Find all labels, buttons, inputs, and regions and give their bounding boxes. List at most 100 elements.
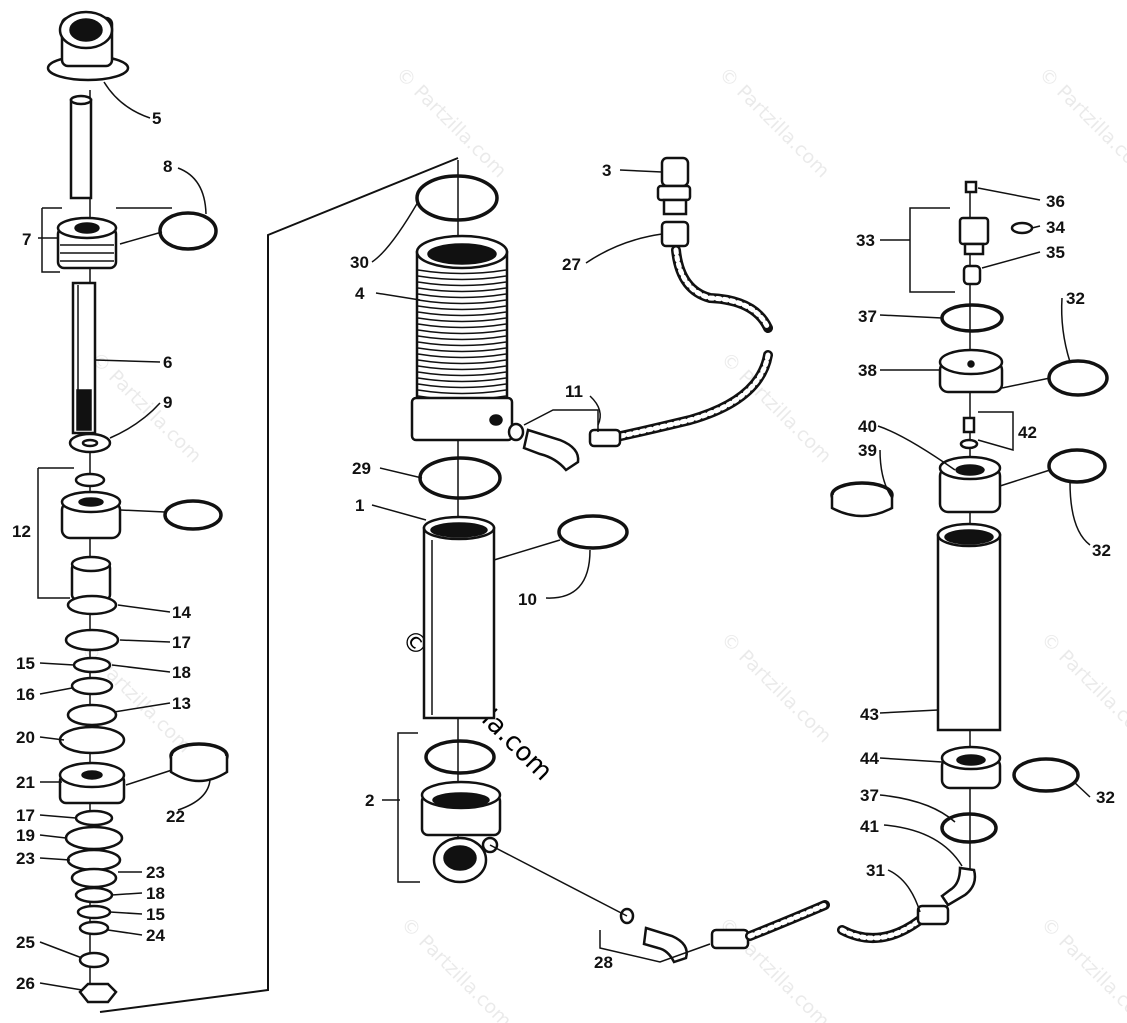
watermark: © Partzilla.com: [714, 63, 833, 182]
thread-line: [417, 329, 507, 335]
callout-12: 12: [12, 522, 31, 541]
callout-5: 5: [152, 109, 161, 128]
callout-25: 25: [16, 933, 35, 952]
callout-38: 38: [858, 361, 877, 380]
o-ring: [163, 499, 223, 531]
callout-32: 32: [1092, 541, 1111, 560]
thread-line: [417, 299, 507, 305]
callout-1: 1: [355, 496, 364, 515]
thread-line: [417, 383, 507, 389]
callout-22: 22: [166, 807, 185, 826]
lower-seal: [940, 745, 1002, 790]
o-ring: [424, 739, 496, 775]
snap-ring: [940, 303, 1004, 333]
thread-line: [417, 389, 507, 395]
callout-7: 7: [22, 230, 31, 249]
nut: [78, 982, 118, 1004]
piston-ring: [169, 742, 229, 783]
callout-2: 2: [365, 791, 374, 810]
callout-23: 23: [16, 849, 35, 868]
callout-17: 17: [172, 633, 191, 652]
thread-line: [417, 359, 507, 365]
callout-34: 34: [1046, 218, 1065, 237]
callout-43: 43: [860, 705, 879, 724]
callout-40: 40: [858, 417, 877, 436]
callout-13: 13: [172, 694, 191, 713]
callout-29: 29: [352, 459, 371, 478]
thread-line: [417, 305, 507, 311]
o-ring: [1047, 359, 1109, 397]
piston-band: [830, 481, 894, 518]
piston: [58, 761, 126, 805]
upper-shaft: [69, 98, 93, 200]
callout-37: 37: [860, 786, 879, 805]
callout-11: 11: [565, 382, 583, 401]
o-ring: [415, 174, 499, 222]
callout-44: 44: [860, 749, 879, 768]
callout-6: 6: [163, 353, 172, 372]
callout-18: 18: [172, 663, 191, 682]
seal-assembly: [60, 490, 122, 540]
end-plug: [938, 348, 1004, 394]
o-ring: [557, 514, 629, 550]
o-ring: [418, 456, 502, 500]
thread-line: [417, 371, 507, 377]
callout-17: 17: [16, 806, 35, 825]
callout-labels: 5 8 7 6 9 12 14 17 15 18 16 13 20 21 22 …: [12, 109, 1115, 993]
washer: [72, 656, 112, 674]
thread-line: [417, 293, 507, 299]
thread-line: [417, 377, 507, 383]
thread-line: [417, 323, 507, 329]
washer: [66, 594, 118, 616]
callout-33: 33: [856, 231, 875, 250]
callout-32: 32: [1096, 788, 1115, 807]
callout-28: 28: [594, 953, 613, 972]
watermark: © Partzilla.com: [391, 63, 510, 182]
callout-36: 36: [1046, 192, 1065, 211]
o-ring: [1012, 757, 1080, 793]
o-ring: [1047, 448, 1107, 484]
callout-16: 16: [16, 685, 35, 704]
thread-line: [417, 269, 507, 275]
washer: [58, 725, 126, 755]
thread-line: [417, 347, 507, 353]
valve-fitting: [656, 156, 692, 248]
air-cylinder: [936, 522, 1002, 732]
callout-32: 32: [1066, 289, 1085, 308]
callout-27: 27: [562, 255, 581, 274]
washer: [64, 628, 120, 652]
elbow-fitting: [507, 422, 622, 472]
callout-41: 41: [860, 817, 879, 836]
piston-rod: [71, 281, 97, 435]
washer: [66, 703, 118, 727]
spacer-sleeve: [70, 555, 112, 601]
watermark: © Partzilla.com: [716, 628, 835, 747]
callout-19: 19: [16, 826, 35, 845]
watermark: © Partzilla.com: [396, 913, 515, 1023]
thread-line: [417, 341, 507, 347]
callout-42: 42: [1018, 423, 1037, 442]
callout-18: 18: [146, 884, 165, 903]
lower-hose-assembly: [489, 844, 977, 964]
eye-mount: [46, 10, 130, 82]
callout-8: 8: [163, 157, 172, 176]
watermark: © Partzilla.com: [1034, 63, 1127, 182]
washer: [70, 676, 114, 696]
thread-line: [417, 287, 507, 293]
callout-39: 39: [858, 441, 877, 460]
bushing: [56, 216, 118, 270]
thread-line: [417, 281, 507, 287]
thread-line: [417, 365, 507, 371]
callout-21: 21: [16, 773, 35, 792]
callout-37: 37: [858, 307, 877, 326]
watermark: © Partzilla.com: [1036, 913, 1127, 1023]
callout-30: 30: [350, 253, 369, 272]
snap-ring: [940, 812, 998, 844]
callout-10: 10: [518, 590, 537, 609]
thread-line: [417, 335, 507, 341]
center-body-assembly: [397, 160, 629, 884]
thread-line: [417, 275, 507, 281]
left-shaft-assembly: [46, 10, 229, 1004]
base-cap: [420, 780, 502, 884]
callout-9: 9: [163, 393, 172, 412]
